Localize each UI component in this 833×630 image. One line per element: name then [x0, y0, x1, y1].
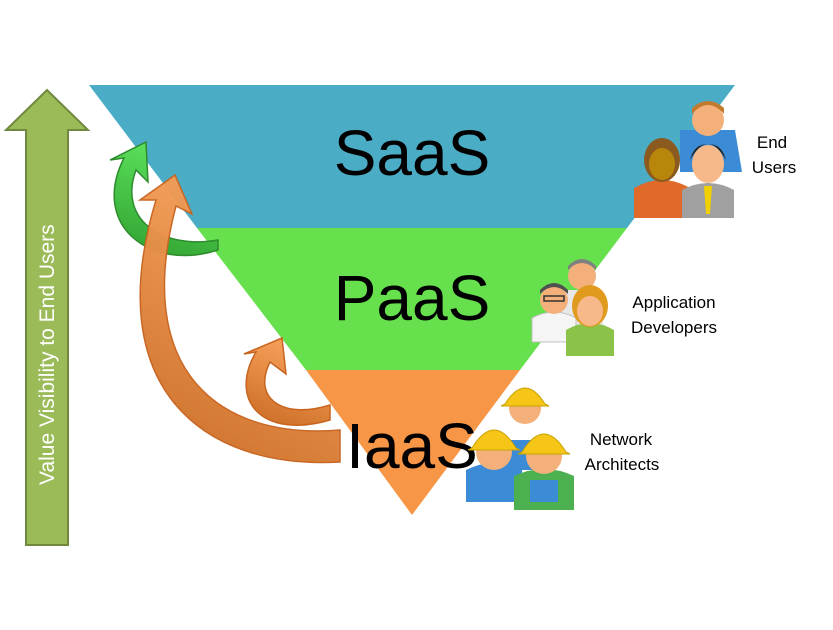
tier-iaas-label: IaaS: [346, 410, 478, 482]
tier-saas-label: SaaS: [334, 117, 491, 189]
application-developers-label-line1: Application: [632, 293, 715, 312]
tier-iaas: [306, 370, 520, 515]
orange-curved-arrow-small: [243, 336, 331, 426]
network-architects-label-line2: Architects: [585, 455, 660, 474]
value-axis-label: Value Visibility to End Users: [36, 224, 59, 485]
end-users-label-line1: End: [757, 133, 787, 152]
value-axis-arrow: Value Visibility to End Users: [3, 88, 91, 546]
orange-curved-arrow-large: [137, 173, 341, 464]
application-developers-icon: [531, 259, 614, 356]
end-users-icon: [634, 101, 742, 218]
tier-saas: SaaS: [89, 85, 735, 228]
network-architects-label-line1: Network: [590, 430, 653, 449]
application-developers-label-line2: Developers: [631, 318, 717, 337]
end-users-label-line2: Users: [752, 158, 796, 177]
tier-paas: PaaS: [197, 228, 627, 370]
network-architects-icon: [466, 387, 574, 510]
tier-paas-label: PaaS: [334, 262, 491, 334]
